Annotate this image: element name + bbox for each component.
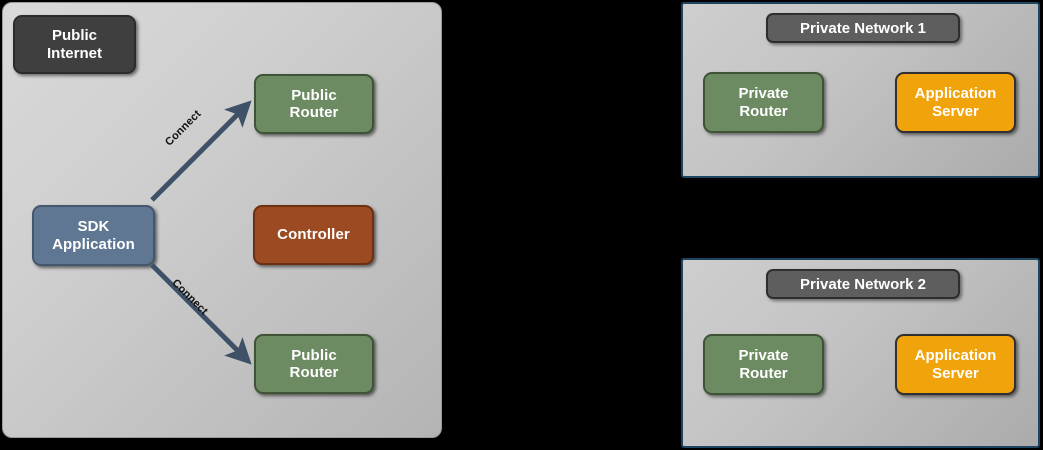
node-application-server-2-label: Application Server bbox=[915, 347, 997, 382]
node-public-router-top-line2: Router bbox=[289, 104, 339, 121]
node-controller[interactable]: Controller bbox=[253, 205, 374, 265]
private-network-1-title: Private Network 1 bbox=[766, 13, 960, 43]
node-application-server-1-line1: Application bbox=[914, 85, 997, 103]
public-internet-label-line1: Public bbox=[51, 26, 97, 44]
node-public-router-bottom[interactable]: Public Router bbox=[254, 334, 374, 394]
node-private-router-1-label: Private Router bbox=[738, 85, 788, 120]
node-public-router-top-label: Public Router bbox=[290, 87, 339, 122]
node-public-router-bottom-label: Public Router bbox=[290, 347, 339, 382]
node-public-router-bottom-line2: Router bbox=[289, 364, 339, 381]
node-controller-label: Controller bbox=[277, 226, 350, 244]
node-sdk-application[interactable]: SDK Application bbox=[32, 205, 155, 266]
node-private-router-2-label: Private Router bbox=[738, 347, 788, 382]
public-internet-zone: Public Internet SDK Application Public R… bbox=[2, 2, 442, 438]
node-private-router-1[interactable]: Private Router bbox=[703, 72, 824, 133]
node-public-router-top-line1: Public bbox=[291, 86, 337, 104]
private-network-2-title: Private Network 2 bbox=[766, 269, 960, 299]
node-application-server-2-line2: Server bbox=[932, 364, 979, 382]
public-internet-label-line2: Internet bbox=[46, 44, 102, 62]
node-application-server-2[interactable]: Application Server bbox=[895, 334, 1016, 395]
node-public-router-top[interactable]: Public Router bbox=[254, 74, 374, 134]
node-sdk-application-label: SDK Application bbox=[52, 218, 135, 253]
node-sdk-application-line1: SDK bbox=[77, 218, 110, 236]
node-private-router-1-line2: Router bbox=[739, 102, 788, 120]
node-private-router-2-line2: Router bbox=[739, 364, 788, 382]
private-network-2-panel: Private Network 2 Private Router Applica… bbox=[681, 258, 1040, 448]
private-network-1-panel: Private Network 1 Private Router Applica… bbox=[681, 2, 1040, 178]
node-public-router-bottom-line1: Public bbox=[291, 346, 337, 364]
node-private-router-2-line1: Private bbox=[738, 347, 789, 365]
node-sdk-application-line2: Application bbox=[52, 235, 135, 253]
node-application-server-1[interactable]: Application Server bbox=[895, 72, 1016, 133]
node-application-server-2-line1: Application bbox=[914, 347, 997, 365]
node-application-server-1-line2: Server bbox=[932, 102, 979, 120]
public-internet-label-text: Public Internet bbox=[47, 27, 102, 62]
node-private-router-2[interactable]: Private Router bbox=[703, 334, 824, 395]
public-internet-label: Public Internet bbox=[13, 15, 136, 74]
node-application-server-1-label: Application Server bbox=[915, 85, 997, 120]
node-private-router-1-line1: Private bbox=[738, 85, 789, 103]
